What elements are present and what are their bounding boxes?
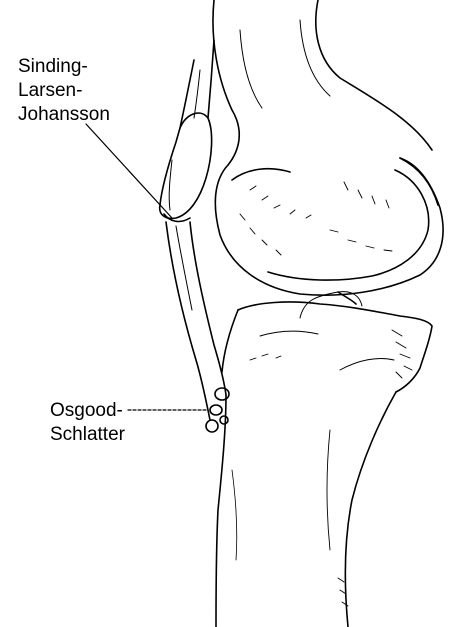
osgood-label-line1: Osgood- (50, 399, 125, 423)
sinding-larsen-johansson-label: Sinding- Larsen- Johansson (18, 55, 110, 127)
femur (213, 0, 443, 295)
sinding-leader-line (86, 124, 172, 218)
tibia (216, 292, 432, 627)
patella (160, 113, 212, 221)
sinding-label-line2: Larsen- (18, 79, 110, 103)
osgood-schlatter-label: Osgood- Schlatter (50, 399, 125, 447)
osgood-label-line2: Schlatter (50, 423, 125, 447)
sinding-label-line3: Johansson (18, 103, 110, 127)
sinding-label-line1: Sinding- (18, 55, 110, 79)
quadriceps-tendon (180, 40, 214, 128)
